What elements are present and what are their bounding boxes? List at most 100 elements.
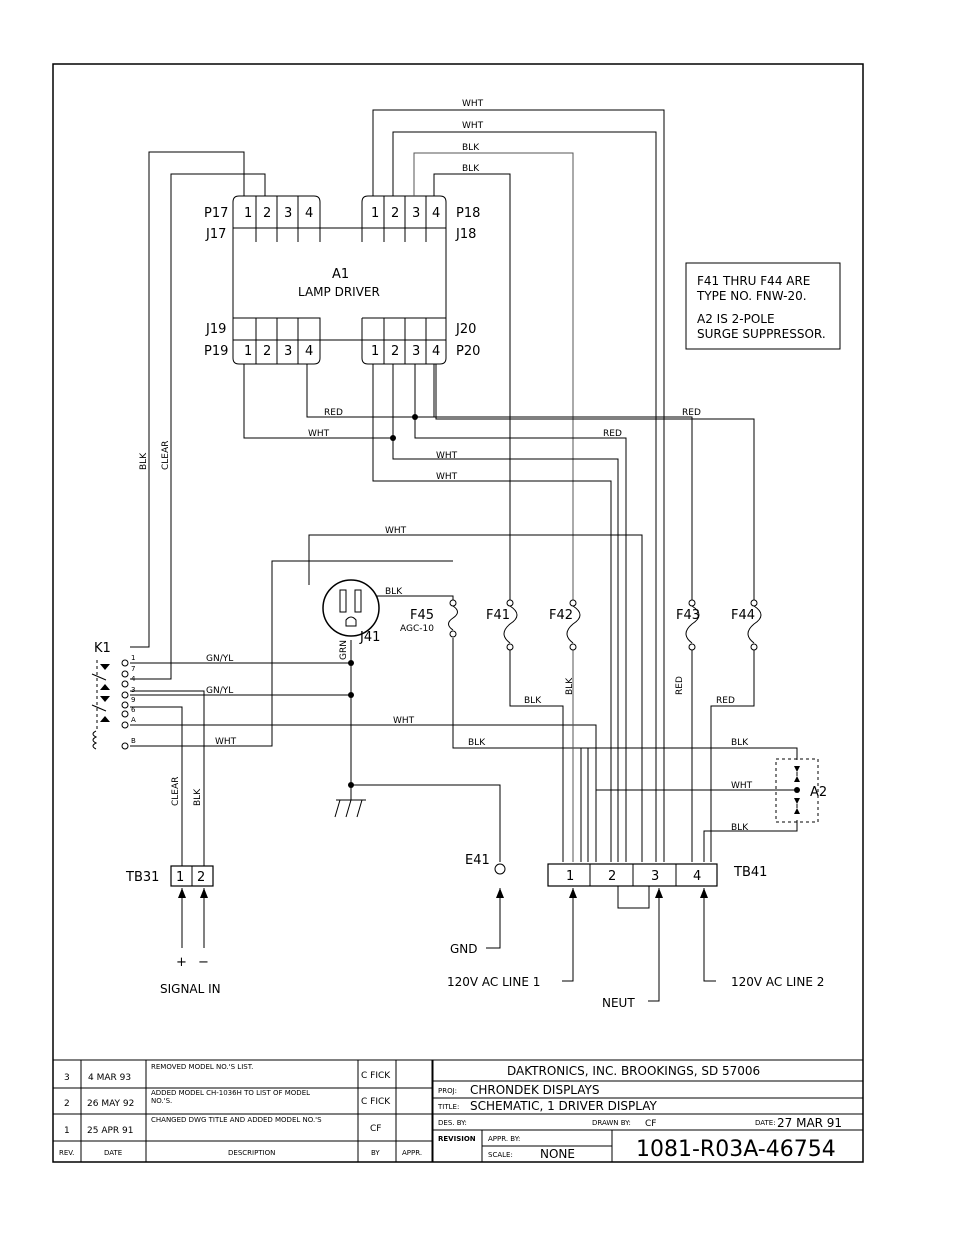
signal-plus: + xyxy=(176,955,187,970)
wire-label: BLK xyxy=(565,677,575,695)
note-box: F41 THRU F44 ARE TYPE NO. FNW-20. A2 IS … xyxy=(685,262,841,350)
f42-label: F42 xyxy=(549,608,573,623)
wire-label: BLK xyxy=(462,164,480,174)
rev-description: ADDED MODEL CH-1036H TO LIST OF MODEL xyxy=(151,1089,310,1097)
a2-label: A2 xyxy=(810,785,827,800)
p19-pin-1: 1 xyxy=(244,344,252,359)
drawn-by-label: DRAWN BY: xyxy=(592,1119,631,1127)
fuse-f43: F43 xyxy=(676,599,700,651)
receptacle-j41: J41 xyxy=(322,579,380,645)
drawn-by: CF xyxy=(645,1119,656,1129)
p17-pin-1: 1 xyxy=(244,206,252,221)
p19-pin-3: 3 xyxy=(284,344,292,359)
wire-label: WHT xyxy=(215,737,237,747)
lamp-driver-a1: P17 J17 P18 J18 J19 P19 J20 P20 1 2 3 4 … xyxy=(204,195,480,365)
wire-label: CLEAR xyxy=(171,777,181,806)
wire-label: WHT xyxy=(385,526,407,536)
p17-pin-2: 2 xyxy=(263,206,271,221)
wire-label: GN/YL xyxy=(206,686,233,696)
wire-label: WHT xyxy=(308,429,330,439)
drawing-date: 27 MAR 91 xyxy=(777,1116,842,1130)
p20-pin-1: 1 xyxy=(371,344,379,359)
terminal-block-tb41: 1 2 3 4 TB41 120V AC LINE 1 NEUT 120V AC… xyxy=(447,863,824,1010)
wire-label: WHT xyxy=(436,472,458,482)
company-name: DAKTRONICS, INC. BROOKINGS, SD 57006 xyxy=(507,1064,760,1078)
tb41-pin-2: 2 xyxy=(608,869,616,884)
wire-label: RED xyxy=(675,676,685,695)
wire-label: WHT xyxy=(731,781,753,791)
rev-by: C FICK xyxy=(361,1097,391,1107)
wire-label: BLK xyxy=(731,823,749,833)
rev-header: APPR. xyxy=(402,1149,422,1157)
rev-number: 1 xyxy=(64,1126,70,1136)
date-label: DATE: xyxy=(755,1119,776,1127)
rev-description: CHANGED DWG TITLE AND ADDED MODEL NO.'S xyxy=(151,1116,322,1124)
terminal-block-tb31: 1 2 TB31 + − SIGNAL IN xyxy=(125,865,221,996)
k1-pin: B xyxy=(131,737,136,745)
wiring xyxy=(130,109,800,909)
rev-number: 3 xyxy=(64,1073,70,1083)
j18-label: J18 xyxy=(455,227,476,242)
a1-ref: A1 xyxy=(332,267,349,282)
j19-label: J19 xyxy=(205,322,226,337)
rev-by: CF xyxy=(370,1124,381,1134)
rev-header: DESCRIPTION xyxy=(228,1149,275,1157)
j41-label: J41 xyxy=(359,630,380,645)
surge-suppressor-a2: A2 xyxy=(775,758,827,823)
note-line-4: SURGE SUPPRESSOR. xyxy=(697,327,826,341)
rev-description-2: NO.'S. xyxy=(151,1097,172,1105)
p18-pin-3: 3 xyxy=(412,206,420,221)
tb31-label: TB31 xyxy=(125,870,159,885)
proj-label: PROJ: xyxy=(438,1087,457,1095)
ground-terminal-e41: E41 GND xyxy=(450,853,506,956)
wire-label: CLEAR xyxy=(161,441,171,470)
fuse-f44: F44 xyxy=(731,599,762,651)
p17-label: P17 xyxy=(204,206,228,221)
title-label: TITLE: xyxy=(437,1103,459,1111)
note-line-2: TYPE NO. FNW-20. xyxy=(696,289,807,303)
p18-pin-2: 2 xyxy=(391,206,399,221)
neut-label: NEUT xyxy=(602,996,635,1010)
p20-pin-4: 4 xyxy=(432,344,440,359)
p18-pin-4: 4 xyxy=(432,206,440,221)
f44-label: F44 xyxy=(731,608,755,623)
wire-labels: WHT WHT BLK BLK RED RED WHT RED WHT WHT … xyxy=(139,99,753,833)
e41-label: E41 xyxy=(465,853,490,868)
wire-label: WHT xyxy=(393,716,415,726)
k1-pin: 1 xyxy=(131,654,135,662)
k1-label: K1 xyxy=(94,641,111,656)
wire-label: WHT xyxy=(462,99,484,109)
wire-label: BLK xyxy=(385,587,403,597)
k1-pin: 4 xyxy=(131,675,136,683)
fuse-f42: F42 xyxy=(549,599,581,651)
p17-pin-3: 3 xyxy=(284,206,292,221)
rev-date: 26 MAY 92 xyxy=(87,1099,134,1109)
wire-label: RED xyxy=(324,408,343,418)
p17-pin-4: 4 xyxy=(305,206,313,221)
scale-value: NONE xyxy=(540,1147,575,1161)
j20-label: J20 xyxy=(455,322,476,337)
project-name: CHRONDEK DISPLAYS xyxy=(470,1083,600,1097)
tb41-label: TB41 xyxy=(733,865,767,880)
tb31-pin-1: 1 xyxy=(176,870,184,885)
title-block: DAKTRONICS, INC. BROOKINGS, SD 57006 PRO… xyxy=(432,1059,864,1163)
revision-block: 3 4 MAR 93 REMOVED MODEL NO.'S LIST. C F… xyxy=(52,1059,433,1163)
relay-k1: K1 1 7 4 3 9 6 A B xyxy=(91,641,136,750)
wire-label: BLK xyxy=(468,738,486,748)
f43-label: F43 xyxy=(676,608,700,623)
k1-pin: 7 xyxy=(131,665,135,673)
wire-label: GRN xyxy=(339,640,349,660)
rev-date: 25 APR 91 xyxy=(87,1126,133,1136)
tb41-pin-3: 3 xyxy=(651,869,659,884)
k1-pin: 9 xyxy=(131,696,135,704)
p18-pin-1: 1 xyxy=(371,206,379,221)
note-line-3: A2 IS 2-POLE xyxy=(697,312,775,326)
gnd-label: GND xyxy=(450,942,478,956)
k1-pin: A xyxy=(131,716,136,724)
p18-label: P18 xyxy=(456,206,480,221)
line1-label: 120V AC LINE 1 xyxy=(447,975,540,989)
tb31-pin-2: 2 xyxy=(197,870,205,885)
signal-in-label: SIGNAL IN xyxy=(160,982,221,996)
p20-pin-3: 3 xyxy=(412,344,420,359)
